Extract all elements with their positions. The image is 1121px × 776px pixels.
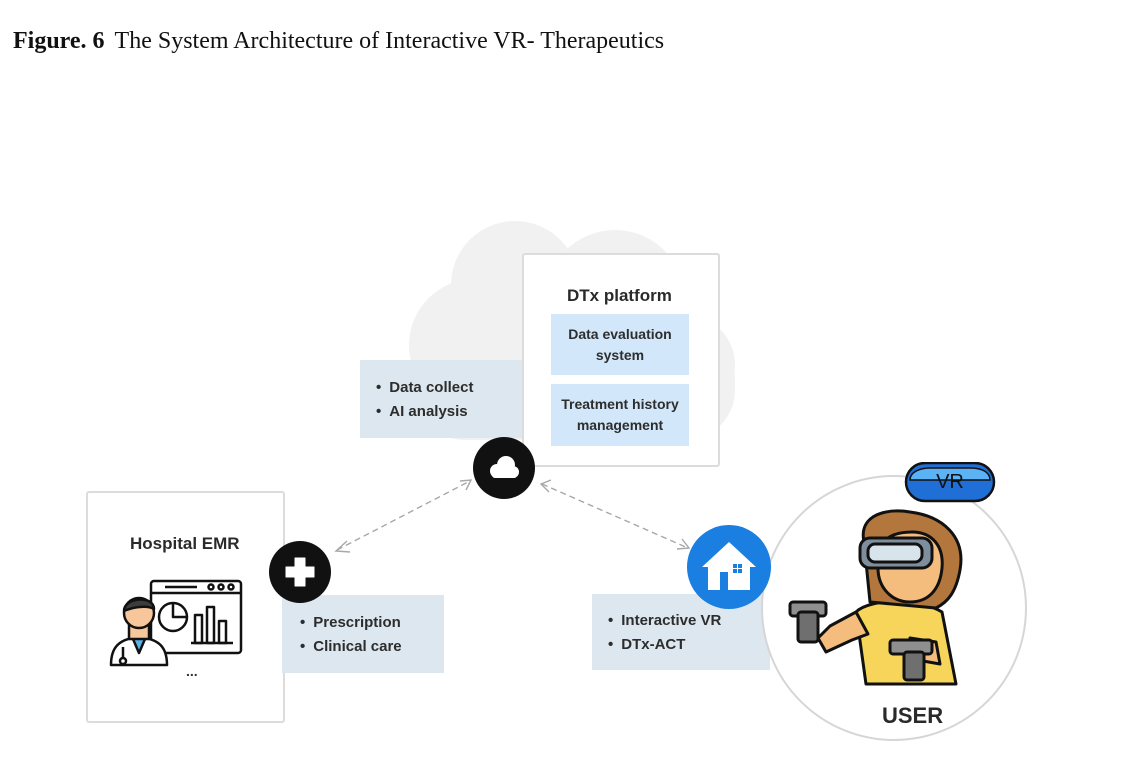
hospital-emr-title: Hospital EMR bbox=[130, 534, 240, 553]
doctor-icon bbox=[109, 579, 243, 667]
module-label-line: Data evaluation bbox=[568, 325, 672, 342]
figure-number: Figure. 6 bbox=[13, 28, 105, 54]
figure-caption: Figure. 6 The System Architecture of Inte… bbox=[13, 28, 664, 55]
home-function-item: Interactive VR bbox=[608, 609, 770, 633]
user-label: USER bbox=[882, 703, 944, 728]
figure-title: The System Architecture of Interactive V… bbox=[114, 28, 665, 54]
headset-text: VR bbox=[936, 471, 964, 493]
hospital-function-item: Clinical care bbox=[300, 635, 444, 659]
connector-lines bbox=[336, 480, 689, 551]
home-function-item: DTx-ACT bbox=[608, 633, 770, 657]
medical-cross-icon bbox=[269, 541, 331, 603]
cloud-function-item: AI analysis bbox=[376, 400, 522, 424]
vr-user-icon: VR bbox=[761, 462, 1027, 741]
cloud-functions-box: Data collect AI analysis bbox=[360, 360, 522, 438]
dtx-platform-title: DTx platform bbox=[567, 286, 672, 305]
hospital-more-ellipsis: ... bbox=[186, 663, 198, 679]
hospital-function-item: Prescription bbox=[300, 611, 444, 635]
hospital-functions-box: Prescription Clinical care bbox=[282, 595, 444, 673]
treatment-history-module: Treatment history management bbox=[551, 384, 689, 446]
module-label-line: management bbox=[576, 417, 664, 433]
vr-headset-icon: VR bbox=[904, 462, 996, 503]
cloud-function-item: Data collect bbox=[376, 376, 522, 400]
cloud-icon bbox=[473, 437, 535, 499]
module-label-line: Treatment history bbox=[561, 396, 679, 412]
connector-arrowheads bbox=[334, 479, 691, 553]
house-icon bbox=[687, 525, 771, 609]
data-evaluation-module: Data evaluation system bbox=[551, 314, 689, 375]
module-label-line: system bbox=[595, 346, 645, 363]
